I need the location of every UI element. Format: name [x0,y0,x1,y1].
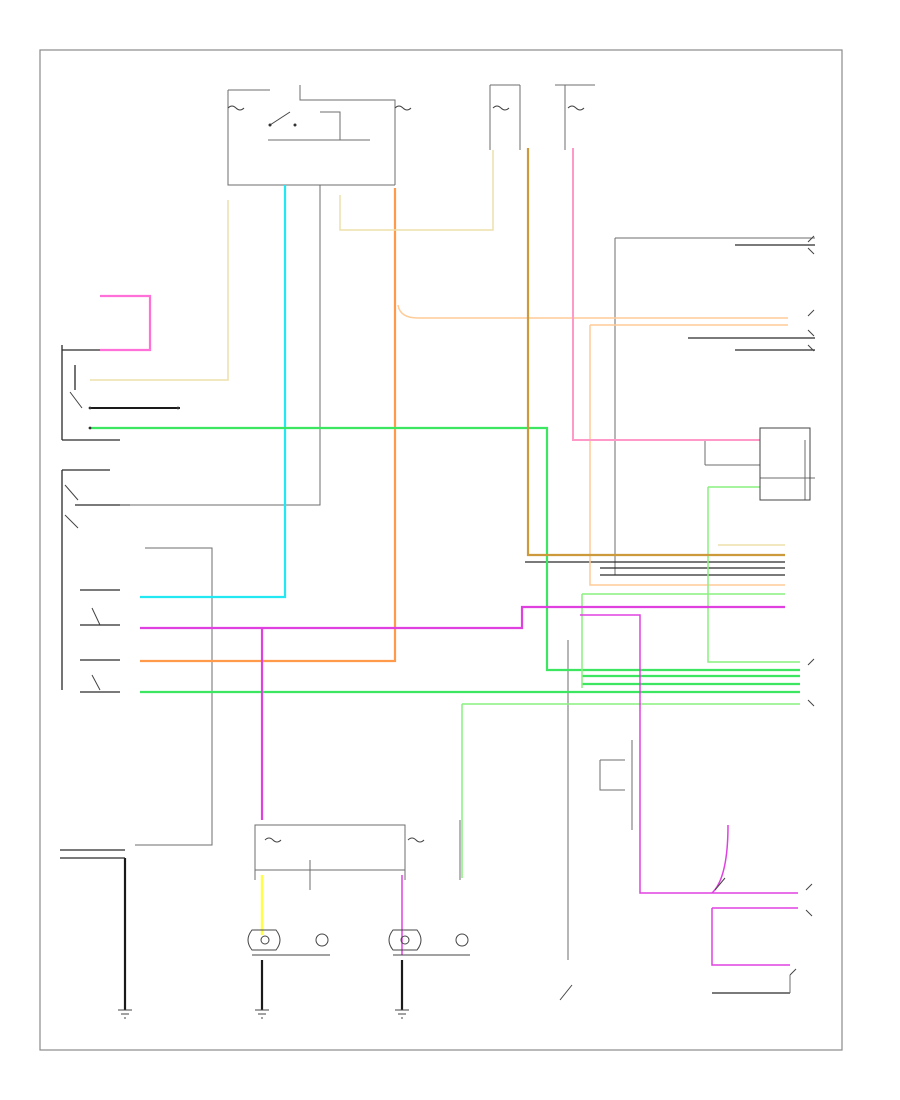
wire-beige-1 [90,200,229,381]
components [64,105,815,1019]
wire-light-green-5 [707,487,800,663]
lamp-relay [264,837,425,843]
diagram-border [39,49,843,1051]
wire-magenta-branch-2 [711,824,729,894]
wire-magenta-branch-1 [580,614,712,894]
wire-orange [140,188,397,663]
fuse-symbol-2 [394,105,412,111]
lower-right-switch [559,877,726,1001]
wire-light-orange-1 [397,304,788,319]
ground-symbols [118,1009,409,1019]
wire-tan [526,148,785,557]
colored-wires [90,148,800,966]
connector-pins-right [789,235,815,976]
fuse-symbol-3 [492,105,510,111]
wire-pink-red [572,148,760,441]
front-left-lamp [247,929,330,956]
black-wires [60,84,815,1010]
wire-light-orange-3 [589,325,785,586]
wire-magenta-main [140,605,785,630]
wire-cyan [140,185,287,599]
wire-magenta-4 [711,908,790,966]
cluster-box [759,427,811,501]
wire-beige-2 [339,150,494,231]
wire-pink-hazard [100,294,152,352]
fuse-symbol-4 [567,105,585,111]
headlight-relay [268,111,297,127]
hazard-switch [64,391,180,691]
fuse-symbol-1 [227,105,245,111]
wire-green-main [90,426,800,672]
front-right-lamp [388,929,470,956]
